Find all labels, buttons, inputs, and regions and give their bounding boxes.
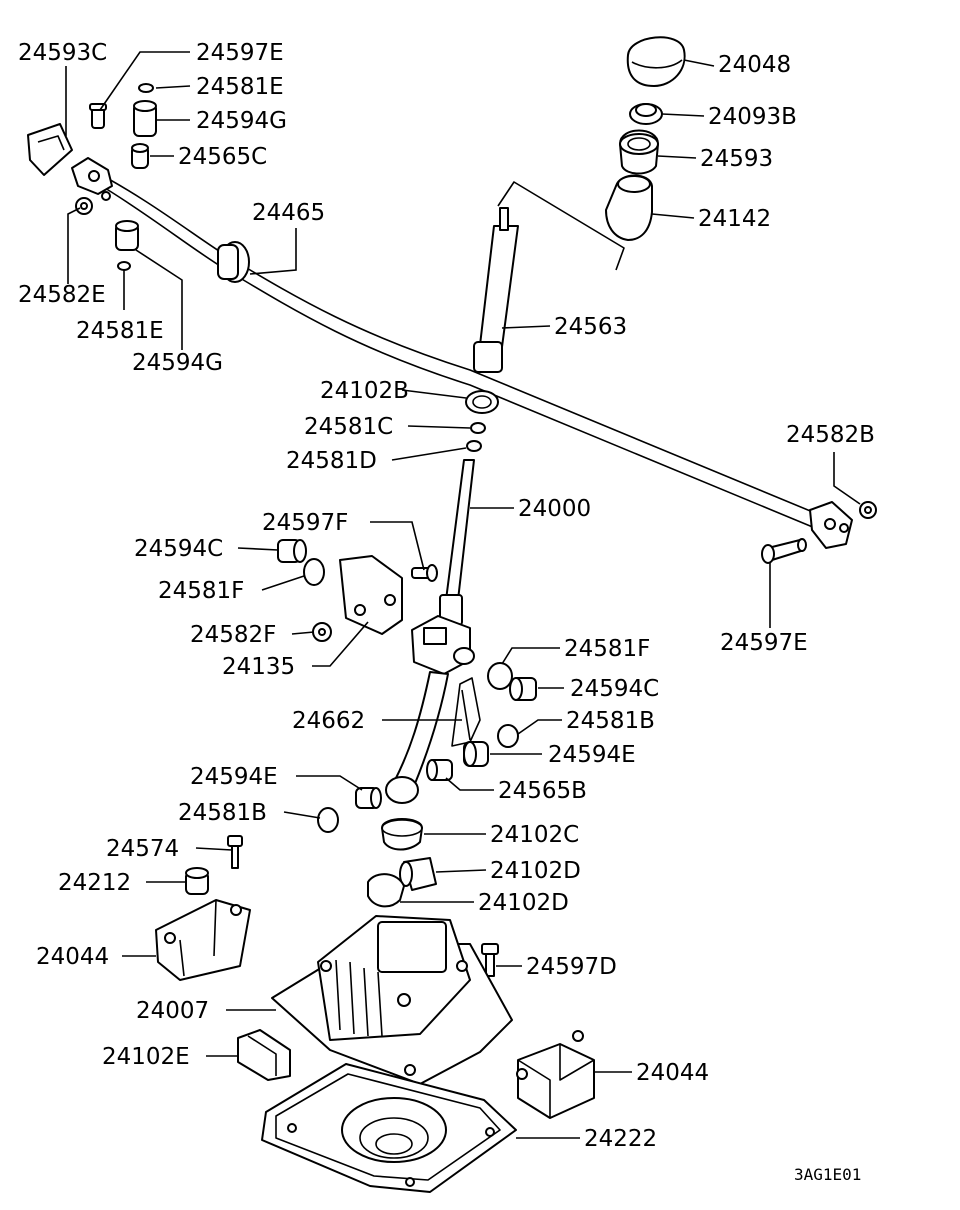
callout-24007: 24007 [136, 998, 209, 1024]
callout-24581F-right: 24581F [564, 636, 650, 662]
callout-labels: 24593C 24597E 24581E 24594G 24565C 24465… [18, 40, 875, 1184]
lower-lever-24000 [385, 459, 475, 804]
callout-24582E: 24582E [18, 282, 106, 308]
callout-24581B-right: 24581B [566, 708, 655, 734]
callout-24581F-left: 24581F [158, 578, 244, 604]
callout-24102B: 24102B [320, 378, 409, 404]
callout-24594G-bottom: 24594G [132, 350, 223, 376]
callout-24581B-left: 24581B [178, 800, 267, 826]
bolt-24574 [227, 835, 243, 869]
callout-24102C: 24102C [490, 822, 579, 848]
ring-24102B [465, 390, 499, 414]
callout-24581D: 24581D [286, 448, 377, 474]
callout-24044-right: 24044 [636, 1060, 709, 1086]
collar-24565B [426, 759, 453, 781]
callout-24593C: 24593C [18, 40, 107, 66]
dashed-guide-line [497, 181, 625, 271]
callout-24594E-right: 24594E [548, 742, 636, 768]
callout-24581E-top: 24581E [196, 74, 284, 100]
o-ring-24581C [470, 422, 486, 434]
washer-24581B-left [317, 807, 339, 833]
callout-24000: 24000 [518, 496, 591, 522]
nut-24582B [859, 501, 877, 519]
callout-24593: 24593 [700, 146, 773, 172]
callout-24594E-left: 24594E [190, 764, 278, 790]
callout-24574: 24574 [106, 836, 179, 862]
callout-24662: 24662 [292, 708, 365, 734]
nut-24582F [312, 622, 332, 642]
washer-24581E-bottom [117, 261, 131, 271]
callout-24102E: 24102E [102, 1044, 190, 1070]
callout-24102D-lower: 24102D [478, 890, 569, 916]
callout-24597D: 24597D [526, 954, 617, 980]
clip-24662 [451, 677, 481, 747]
callout-24102D-upper: 24102D [490, 858, 581, 884]
callout-24582B: 24582B [786, 422, 875, 448]
callout-24565B: 24565B [498, 778, 587, 804]
callout-24044-left: 24044 [36, 944, 109, 970]
callout-24581C: 24581C [304, 414, 393, 440]
bushing-24594G-top [133, 100, 157, 137]
callout-24594G-top: 24594G [196, 108, 287, 134]
callout-24465: 24465 [252, 200, 325, 226]
rod-end-bracket-right [809, 501, 853, 549]
o-ring-24581D [466, 440, 482, 452]
bracket-24044-left [155, 899, 251, 981]
pin-24597E-left [89, 103, 107, 129]
washer-24581B-right [497, 724, 519, 748]
upper-lever-24563 [473, 207, 519, 373]
spring-24093B [629, 103, 663, 125]
shift-cable-rod [91, 169, 821, 529]
washer-24581E-top [138, 83, 154, 93]
bushing-24594C-right [509, 677, 537, 701]
callout-24597E-top: 24597E [196, 40, 284, 66]
callout-24582F: 24582F [190, 622, 276, 648]
washer-24581F-left [303, 558, 325, 586]
bushing-24102D-upper [399, 857, 437, 891]
nut-24582E [75, 197, 93, 215]
base-housing-24007 [271, 915, 513, 1085]
bushing-24102D-lower [367, 873, 405, 908]
callout-24212: 24212 [58, 870, 131, 896]
bushing-24594C-left [277, 539, 307, 563]
callout-24594C-left: 24594C [134, 536, 223, 562]
cover-24593 [619, 129, 659, 175]
callout-24093B: 24093B [708, 104, 797, 130]
bracket-24044-right [516, 1030, 595, 1119]
bolt-24597D [481, 943, 499, 977]
callout-24597E-right: 24597E [720, 630, 808, 656]
clevis-24593C [27, 123, 73, 176]
collar-24212 [185, 867, 209, 895]
bracket-24135 [339, 555, 403, 635]
ring-24102B-inner [472, 395, 492, 409]
boot-24142 [605, 174, 653, 241]
callout-24565C: 24565C [178, 144, 267, 170]
callout-24581E-bottom: 24581E [76, 318, 164, 344]
bracket-24102E [237, 1029, 291, 1081]
bushing-24594G-bottom [115, 220, 139, 251]
gasket-24222 [261, 1063, 517, 1193]
callout-24135: 24135 [222, 654, 295, 680]
diagram-code: 3AG1E01 [794, 1165, 861, 1184]
callout-24222: 24222 [584, 1126, 657, 1152]
callout-24142: 24142 [698, 206, 771, 232]
callout-24597F: 24597F [262, 510, 348, 536]
callout-24594C-right: 24594C [570, 676, 659, 702]
bolt-24597F [411, 564, 438, 582]
callout-24048: 24048 [718, 52, 791, 78]
callout-24563: 24563 [554, 314, 627, 340]
pin-24597E-right [761, 538, 807, 564]
leader-lines [65, 51, 861, 1139]
shift-knob-24048 [626, 36, 686, 87]
bushing-24102C [381, 818, 423, 851]
bushing-24594E-right [463, 741, 489, 767]
part-drawings [27, 36, 877, 1193]
collar-24565C [131, 143, 149, 169]
washer-24581F-right [487, 662, 513, 690]
rod-end-bracket-left [71, 157, 113, 201]
bushing-24594E-left [355, 787, 382, 809]
